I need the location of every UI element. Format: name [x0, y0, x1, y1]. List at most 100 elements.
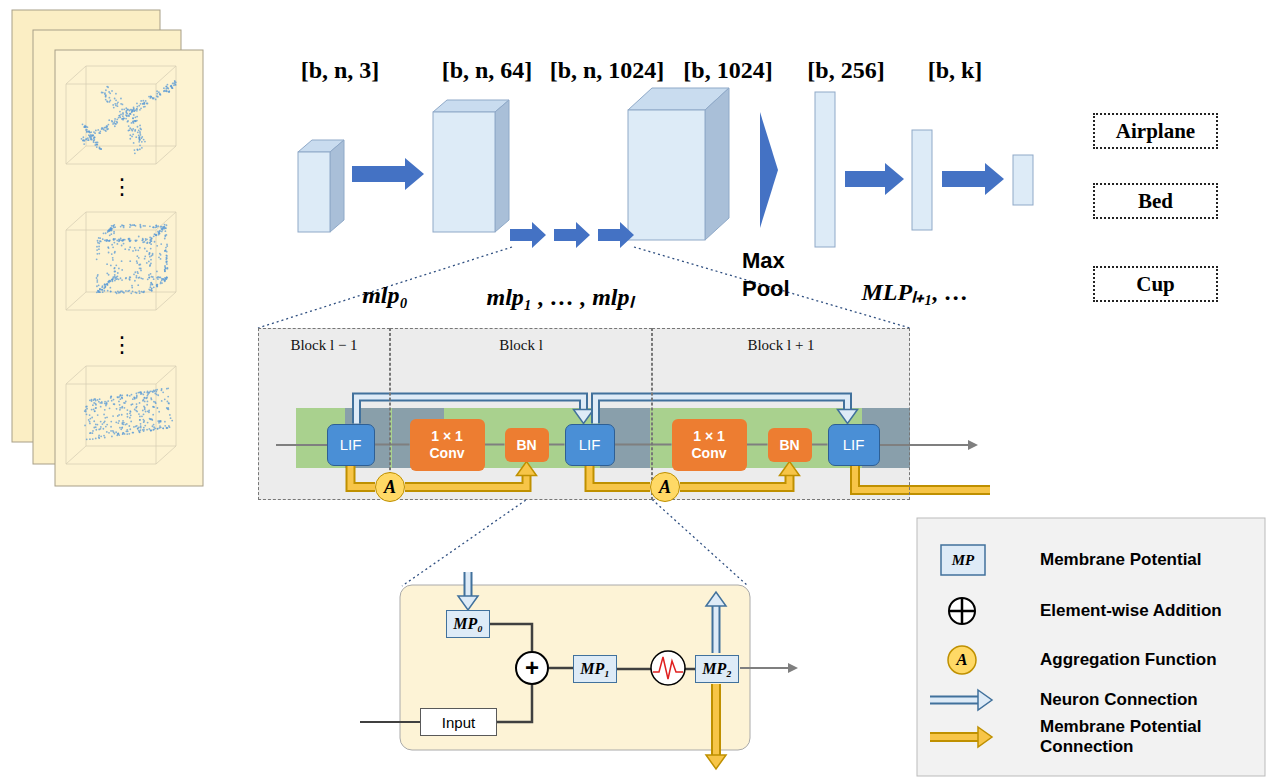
point: [114, 125, 116, 127]
point: [128, 238, 130, 240]
point: [166, 277, 168, 279]
point: [173, 82, 175, 84]
point: [121, 426, 123, 428]
connector: [405, 476, 527, 488]
point: [163, 90, 165, 92]
point: [134, 398, 136, 400]
legend-panel-part: [949, 598, 975, 624]
point: [121, 245, 123, 247]
point: [166, 90, 168, 92]
point: [148, 260, 150, 262]
flow-arrow-part: [554, 222, 590, 248]
point: [103, 232, 105, 234]
point: [98, 132, 100, 134]
flow-arrow-part: [845, 163, 904, 195]
point: [104, 409, 106, 411]
point: [87, 139, 89, 141]
legend-panel-part: [950, 599, 974, 623]
point: [150, 248, 152, 250]
legend-panel-part: [930, 696, 978, 705]
point: [120, 226, 122, 228]
point: [111, 230, 113, 232]
point: [156, 93, 158, 95]
point: [131, 109, 133, 111]
point: [130, 113, 132, 115]
point: [123, 243, 125, 245]
inset-arrow-part: [464, 572, 473, 596]
point: [136, 403, 138, 405]
point: [105, 130, 107, 132]
signal-line-part: [880, 444, 968, 446]
point: [140, 129, 142, 131]
point: [98, 436, 100, 438]
feature-block-part: [815, 92, 835, 247]
point: [164, 265, 166, 267]
point: [144, 391, 146, 393]
point: [135, 240, 137, 242]
point: [104, 284, 106, 286]
point: [133, 273, 135, 275]
point: [114, 274, 116, 276]
point: [97, 240, 99, 242]
point: [136, 394, 138, 396]
point: [86, 413, 88, 415]
point: [151, 289, 153, 291]
point: [171, 87, 173, 89]
point: [95, 130, 97, 132]
point: [160, 281, 162, 283]
point: [105, 95, 107, 97]
point: [133, 110, 135, 112]
point: [161, 278, 163, 280]
point: [150, 96, 152, 98]
point: [166, 388, 168, 390]
point: [106, 284, 108, 286]
point: [165, 267, 167, 269]
point: [175, 84, 177, 86]
point: [118, 396, 120, 398]
connector-line: [351, 466, 376, 488]
tensor-shape: [b, 256]: [807, 57, 884, 84]
point: [109, 97, 111, 99]
point: [126, 409, 128, 411]
point: [139, 128, 141, 130]
point: [127, 121, 129, 123]
point: [148, 288, 150, 290]
node-text: +: [525, 656, 539, 680]
point: [116, 118, 118, 120]
point: [92, 404, 94, 406]
inset-arrow-part: [740, 667, 788, 669]
point: [166, 245, 168, 247]
point: [114, 120, 116, 122]
legend-panel-part: [948, 646, 976, 674]
point: [143, 106, 145, 108]
inset-arrow-part: [712, 606, 721, 653]
point: [139, 402, 141, 404]
point: [149, 236, 151, 238]
point: [90, 432, 92, 434]
point: [92, 135, 94, 137]
point: [135, 407, 137, 409]
point: [155, 224, 157, 226]
point: [140, 107, 142, 109]
point: [86, 438, 88, 440]
point: [112, 246, 114, 248]
point: [139, 139, 141, 141]
point: [136, 260, 138, 262]
point: [88, 131, 90, 133]
point: [113, 242, 115, 244]
inset-arrow-part: [713, 684, 719, 755]
point: [148, 277, 150, 279]
point: [133, 397, 135, 399]
point: [141, 393, 143, 395]
point: [164, 238, 166, 240]
point: [129, 395, 131, 397]
point: [160, 94, 162, 96]
point: [112, 280, 114, 282]
point: [164, 269, 166, 271]
point: [123, 407, 125, 409]
point: [100, 148, 102, 150]
node-text: Block l + 1: [747, 337, 814, 354]
point: [160, 226, 162, 228]
point: [164, 235, 166, 237]
